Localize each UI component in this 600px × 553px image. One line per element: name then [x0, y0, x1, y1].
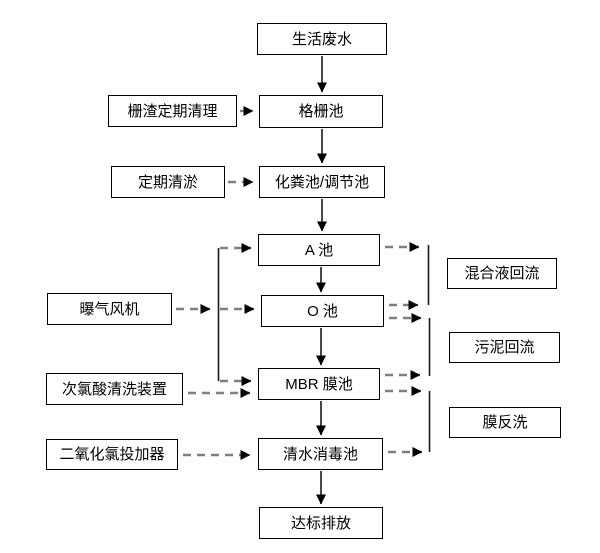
node-grid-pool: 格栅池: [259, 95, 383, 128]
node-sludge-return: 污泥回流: [449, 332, 560, 363]
node-pool-o-label: O 池: [307, 302, 338, 320]
node-disinfection: 清水消毒池: [258, 438, 383, 470]
node-septic-tank-label: 化粪池/调节池: [274, 173, 370, 191]
node-mbr: MBR 膜池: [258, 368, 380, 400]
node-grid-cleaning: 栅渣定期清理: [108, 95, 237, 127]
node-mixed-liquor-return: 混合液回流: [447, 258, 557, 289]
node-mbr-label: MBR 膜池: [285, 375, 353, 393]
node-mixed-liquor-return-label: 混合液回流: [464, 265, 540, 282]
node-wastewater: 生活废水: [257, 23, 387, 55]
node-wastewater-label: 生活废水: [291, 30, 352, 48]
node-chlorine-doser-label: 二氧化氯投加器: [59, 446, 165, 463]
node-discharge-label: 达标排放: [290, 514, 351, 532]
node-dredging-label: 定期清淤: [137, 173, 198, 191]
node-septic-tank: 化粪池/调节池: [259, 166, 385, 198]
node-chlorine-doser: 二氧化氯投加器: [46, 439, 178, 470]
node-pool-a: A 池: [258, 234, 380, 266]
node-grid-pool-label: 格栅池: [298, 103, 344, 120]
node-aeration-fan: 曝气风机: [47, 293, 172, 325]
node-sludge-return-label: 污泥回流: [474, 339, 535, 356]
node-discharge: 达标排放: [259, 507, 383, 539]
node-membrane-backwash-label: 膜反洗: [482, 414, 528, 431]
node-pool-o: O 池: [261, 295, 384, 327]
node-membrane-backwash: 膜反洗: [449, 407, 561, 438]
node-disinfection-label: 清水消毒池: [282, 445, 358, 463]
node-pool-a-label: A 池: [304, 241, 334, 259]
node-grid-cleaning-label: 栅渣定期清理: [127, 102, 218, 120]
node-hypochlorite-wash-label: 次氯酸清洗装置: [61, 380, 167, 398]
node-hypochlorite-wash: 次氯酸清洗装置: [46, 373, 183, 405]
node-aeration-fan-label: 曝气风机: [79, 300, 140, 318]
node-dredging: 定期清淤: [111, 166, 225, 198]
